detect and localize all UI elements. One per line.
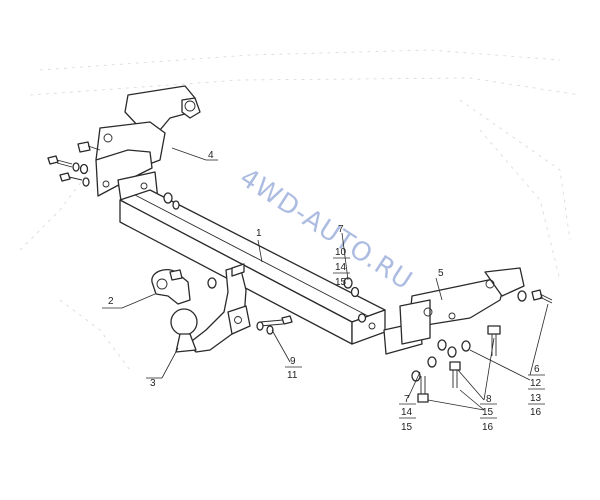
left-bracket-part-4 xyxy=(95,85,201,209)
label-part-8: 8 xyxy=(486,394,492,405)
label-part-16-middle: 16 xyxy=(482,422,494,433)
label-part-7-bottom: 7 xyxy=(404,394,410,405)
tow-ball-part-3 xyxy=(170,263,251,353)
label-part-15-top: 15 xyxy=(335,277,347,288)
label-part-3: 3 xyxy=(150,378,156,389)
socket-bracket-part-2 xyxy=(151,268,191,305)
beam-nuts xyxy=(163,192,367,323)
label-part-2: 2 xyxy=(108,296,114,307)
leader-lines xyxy=(102,147,549,411)
label-part-1: 1 xyxy=(256,228,262,239)
label-part-14-top: 14 xyxy=(335,262,347,273)
label-part-5: 5 xyxy=(438,268,444,279)
label-part-4: 4 xyxy=(208,150,214,161)
label-part-7-top: 7 xyxy=(338,224,344,235)
ball-bolt-set xyxy=(256,315,293,335)
label-part-6: 6 xyxy=(534,364,540,375)
right-bracket-part-5 xyxy=(383,267,525,355)
label-part-13: 13 xyxy=(530,393,542,404)
label-part-10: 10 xyxy=(335,247,347,258)
label-part-9: 9 xyxy=(290,356,296,367)
left-bolt-set xyxy=(47,141,101,187)
vehicle-body-outline xyxy=(19,49,581,371)
right-bolt-set xyxy=(411,289,553,403)
label-part-15-bottom: 15 xyxy=(401,422,413,433)
label-part-16-right: 16 xyxy=(530,407,542,418)
label-part-12: 12 xyxy=(530,378,542,389)
label-part-14-bottom: 14 xyxy=(401,407,413,418)
label-underlines xyxy=(285,257,545,419)
callout-labels: 4 1 2 3 5 7 10 14 15 9 11 7 14 15 8 15 1… xyxy=(108,150,542,433)
label-part-15-middle: 15 xyxy=(482,407,494,418)
label-part-11: 11 xyxy=(287,370,298,381)
